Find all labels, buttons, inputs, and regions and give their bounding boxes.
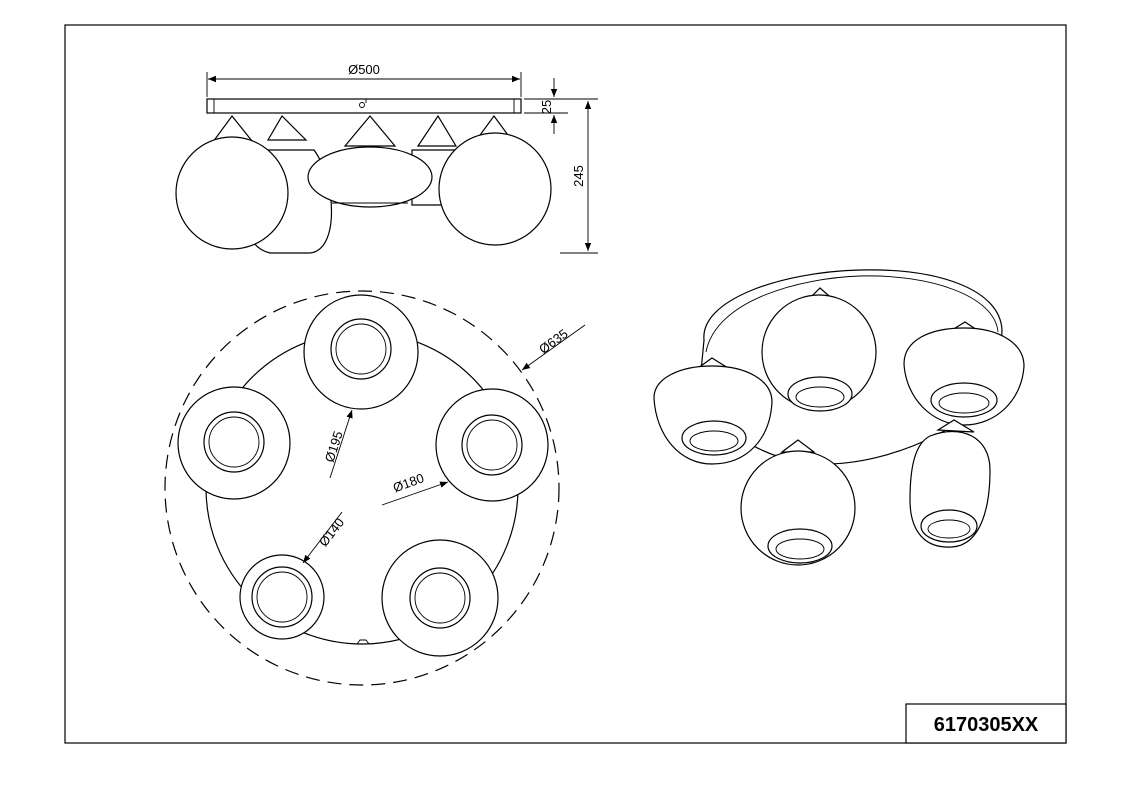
side-view: Ø500 25 245: [175, 62, 598, 254]
bottom-view: Ø635 Ø195 Ø180 Ø140: [164, 290, 586, 686]
side-shade-center: [307, 115, 433, 208]
bottom-shade-right: [435, 388, 549, 502]
side-shade-right: [438, 114, 552, 246]
perspective-saucer-right: [903, 321, 1025, 426]
dim-diameter-635: Ø635: [536, 326, 571, 357]
outer-diameter-outline: [164, 290, 560, 686]
side-shade-left: [175, 115, 289, 250]
part-number: 6170305XX: [934, 714, 1039, 736]
perspective-view: [653, 269, 1025, 566]
title-block: 6170305XX: [905, 703, 1067, 744]
perspective-teardrop: [909, 419, 991, 548]
bottom-shade-left: [177, 386, 291, 500]
bottom-shade-top: [303, 294, 419, 410]
perspective-globe-top: [761, 287, 877, 412]
perspective-globe-bottom: [740, 439, 856, 566]
bottom-shade-small: [239, 554, 325, 640]
perspective-saucer-left: [653, 357, 773, 465]
dim-diameter-500: Ø500: [348, 62, 380, 77]
dim-height-245: 245: [571, 165, 586, 187]
drawing-frame: [64, 24, 1067, 744]
bottom-shade-lower-right: [381, 539, 499, 657]
dim-height-25: 25: [539, 100, 554, 114]
